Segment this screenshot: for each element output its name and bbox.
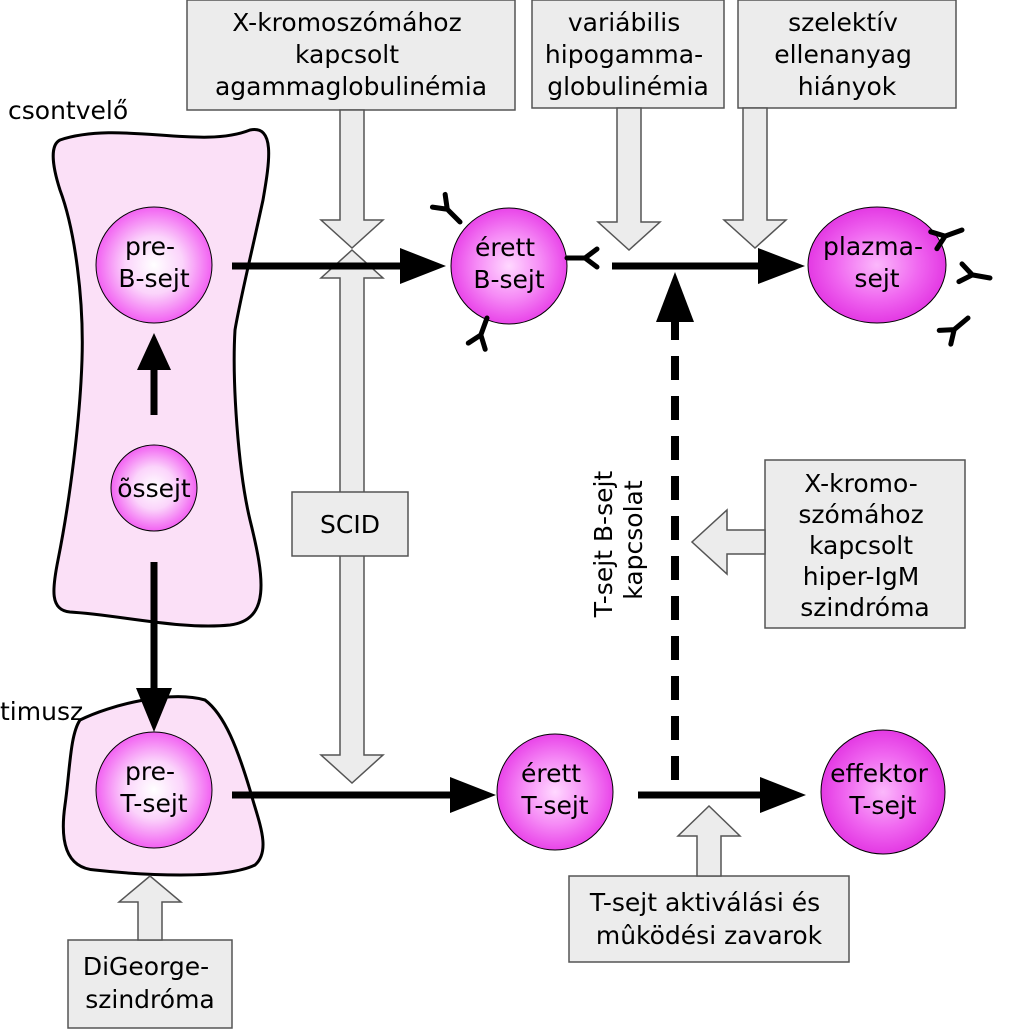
arrow-t-to-effector-head <box>760 777 806 813</box>
arrow-stem-to-pre-b-head <box>137 333 171 370</box>
effector-t-cell <box>820 729 946 855</box>
scid-label: SCID <box>320 510 380 539</box>
effector-t-cell-label: effektor T-sejt <box>830 759 936 820</box>
selective-box <box>737 0 957 109</box>
pre-t-cell-label: pre- T-sejt <box>119 757 187 818</box>
cvid-box <box>531 0 725 109</box>
digeorge-arrow <box>116 875 184 941</box>
plasma-cell <box>807 206 947 324</box>
cvid-arrow <box>596 107 662 252</box>
xla-box <box>186 0 516 111</box>
mature-b-cell-label: érett B-sejt <box>473 233 545 294</box>
antibody-icon <box>936 315 971 347</box>
plasma-cell-label: plazma- sejt <box>823 232 931 293</box>
stem-cell <box>110 444 198 532</box>
t-b-link-head <box>656 272 694 322</box>
antibody-icon <box>465 315 490 352</box>
hyper-igm-label: X-kromo- szómához kapcsolt hiper-IgM szi… <box>798 469 931 622</box>
digeorge-label: DiGeorge- szindróma <box>83 952 217 1014</box>
t-activation-label: T-sejt aktiválási és mûködési zavarok <box>589 888 828 950</box>
bone-marrow-label: csontvelő <box>8 96 128 125</box>
antibody-icon <box>564 246 600 270</box>
antibody-icons <box>429 191 993 352</box>
scid-box <box>291 491 409 557</box>
arrow-b-to-plasma-head <box>758 248 805 284</box>
antibody-icon <box>928 227 965 252</box>
antibody-icon <box>429 191 463 225</box>
hyper-igm-box <box>764 459 966 629</box>
pre-b-cell <box>95 206 213 324</box>
digeorge-box <box>67 939 233 1029</box>
t-b-link-label: T-sejt B-sejt kapcsolat <box>589 463 648 618</box>
hyper-igm-arrow <box>690 508 766 576</box>
arrow-stem-to-pre-t-head <box>136 688 172 732</box>
xla-arrow <box>319 109 385 250</box>
t-activation-box <box>568 875 850 963</box>
pre-t-cell <box>95 731 213 849</box>
thymus-label: timusz <box>0 697 83 726</box>
mature-b-cell <box>450 207 568 325</box>
mature-t-cell <box>496 733 614 851</box>
t-activation-arrow <box>676 804 742 877</box>
pre-b-cell-label: pre- B-sejt <box>118 232 190 293</box>
xla-label: X-kromoszómához kapcsolt agammaglobuliné… <box>215 8 487 101</box>
selective-arrow <box>722 107 788 250</box>
mature-t-cell-label: érett T-sejt <box>520 759 589 820</box>
bone-marrow-shape <box>51 128 271 628</box>
selective-label: szelektív ellenanyag hiányok <box>774 8 920 101</box>
arrow-pre-b-to-b-head <box>400 248 446 284</box>
stem-cell-label: õssejt <box>117 474 191 503</box>
cvid-label: variábilis hipogamma- globulinémia <box>545 8 711 101</box>
arrow-pre-t-to-t-head <box>450 777 496 813</box>
antibody-icon <box>956 261 993 285</box>
